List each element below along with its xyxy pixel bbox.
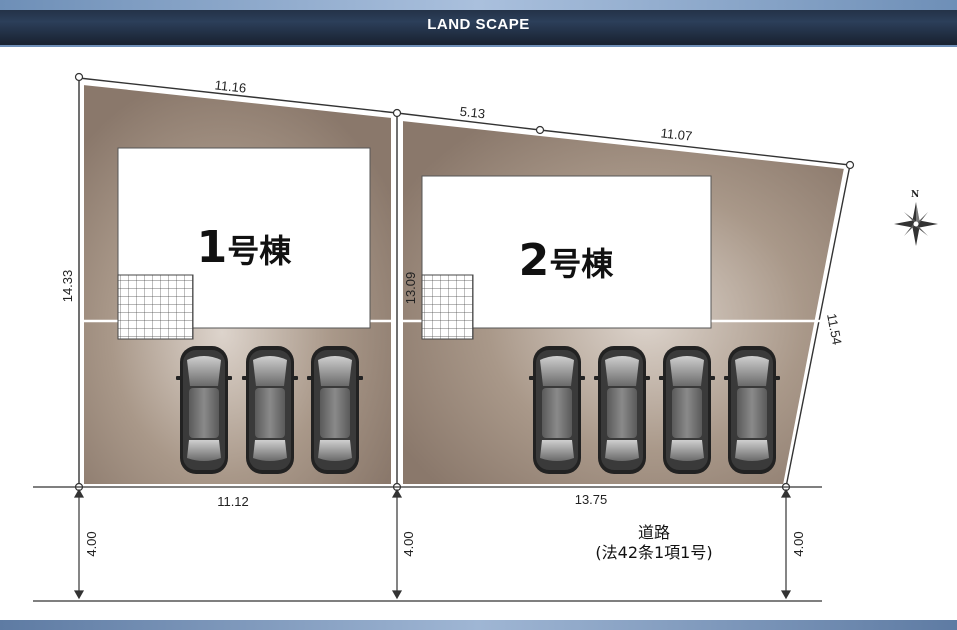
entrance-tiles-1 (117, 274, 194, 340)
entrance-tiles-2 (421, 274, 474, 340)
dim-left-side: 14.33 (60, 270, 75, 303)
parking-car (242, 346, 298, 474)
dim-top-mid: 5.13 (459, 104, 486, 122)
page-footer (0, 620, 957, 630)
dim-road-width-1: 4.00 (84, 531, 99, 556)
parking-car (529, 346, 585, 474)
parking-car (307, 346, 363, 474)
compass-north-label: N (911, 190, 919, 200)
parking-car (724, 346, 780, 474)
dim-road-width-3: 4.00 (791, 531, 806, 556)
parking-car (659, 346, 715, 474)
parking-car (176, 346, 232, 474)
page-header: LAND SCAPE (0, 0, 957, 47)
lot-2-label: 2号棟 (519, 235, 615, 286)
dim-right-side: 11.54 (824, 312, 845, 346)
dim-top-right: 11.07 (660, 125, 693, 143)
lot-1-label: 1号棟 (197, 222, 293, 273)
dim-top-left: 11.16 (214, 77, 247, 95)
road-label: 道路 (638, 523, 670, 542)
dim-middle-side: 13.09 (403, 272, 418, 305)
header-title: LAND SCAPE (427, 16, 530, 33)
dim-bottom-right: 13.75 (575, 492, 608, 507)
dim-bottom-left: 11.12 (217, 494, 249, 509)
parking-car (594, 346, 650, 474)
compass-icon (894, 202, 938, 246)
road-law-label: (法42条1項1号) (595, 543, 712, 562)
dim-road-width-2: 4.00 (401, 531, 416, 556)
